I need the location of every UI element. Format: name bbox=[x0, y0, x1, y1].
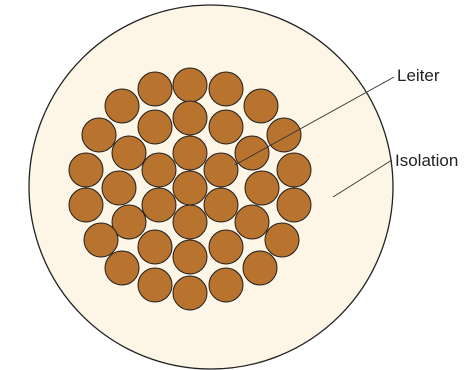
conductor-strand bbox=[104, 250, 140, 286]
conductor-strand bbox=[208, 71, 244, 107]
conductor-strands bbox=[68, 67, 312, 311]
leader-line-insulation bbox=[332, 159, 393, 198]
conductor-strand bbox=[137, 71, 173, 107]
conductor-strand bbox=[172, 67, 208, 103]
conductor-strand bbox=[203, 152, 239, 188]
conductor-strand bbox=[141, 152, 177, 188]
conductor-strand bbox=[172, 239, 208, 275]
conductor-strand bbox=[68, 152, 104, 188]
conductor-strand bbox=[172, 275, 208, 311]
conductor-strand bbox=[111, 135, 147, 171]
conductor-strand bbox=[111, 204, 147, 240]
conductor-strand bbox=[244, 170, 280, 206]
conductor-strand bbox=[172, 170, 208, 206]
conductor-strand bbox=[203, 187, 239, 223]
conductor-strand bbox=[243, 88, 279, 124]
conductor-strand bbox=[266, 117, 302, 153]
conductor-strand bbox=[172, 135, 208, 171]
conductor-strand bbox=[83, 222, 119, 258]
conductor-strand bbox=[208, 109, 244, 145]
conductor-strand bbox=[81, 117, 117, 153]
conductor-strand bbox=[137, 229, 173, 265]
conductor-strand bbox=[276, 152, 312, 188]
conductor-strand bbox=[137, 109, 173, 145]
conductor-strand bbox=[264, 222, 300, 258]
conductor-strand bbox=[141, 187, 177, 223]
conductor-strand bbox=[208, 267, 244, 303]
label-conductor: Leiter bbox=[397, 66, 440, 85]
conductor-strand bbox=[234, 204, 270, 240]
label-insulation: Isolation bbox=[395, 151, 459, 170]
conductor-strand bbox=[101, 170, 137, 206]
conductor-strand bbox=[104, 88, 140, 124]
conductor-strand bbox=[172, 204, 208, 240]
conductor-strand bbox=[242, 250, 278, 286]
conductor-strand bbox=[68, 187, 104, 223]
conductor-strand bbox=[208, 229, 244, 265]
conductor-strand bbox=[234, 135, 270, 171]
conductor-strand bbox=[276, 187, 312, 223]
conductor-strand bbox=[172, 100, 208, 136]
leader-line-conductor bbox=[234, 76, 395, 166]
conductor-strand bbox=[137, 267, 173, 303]
